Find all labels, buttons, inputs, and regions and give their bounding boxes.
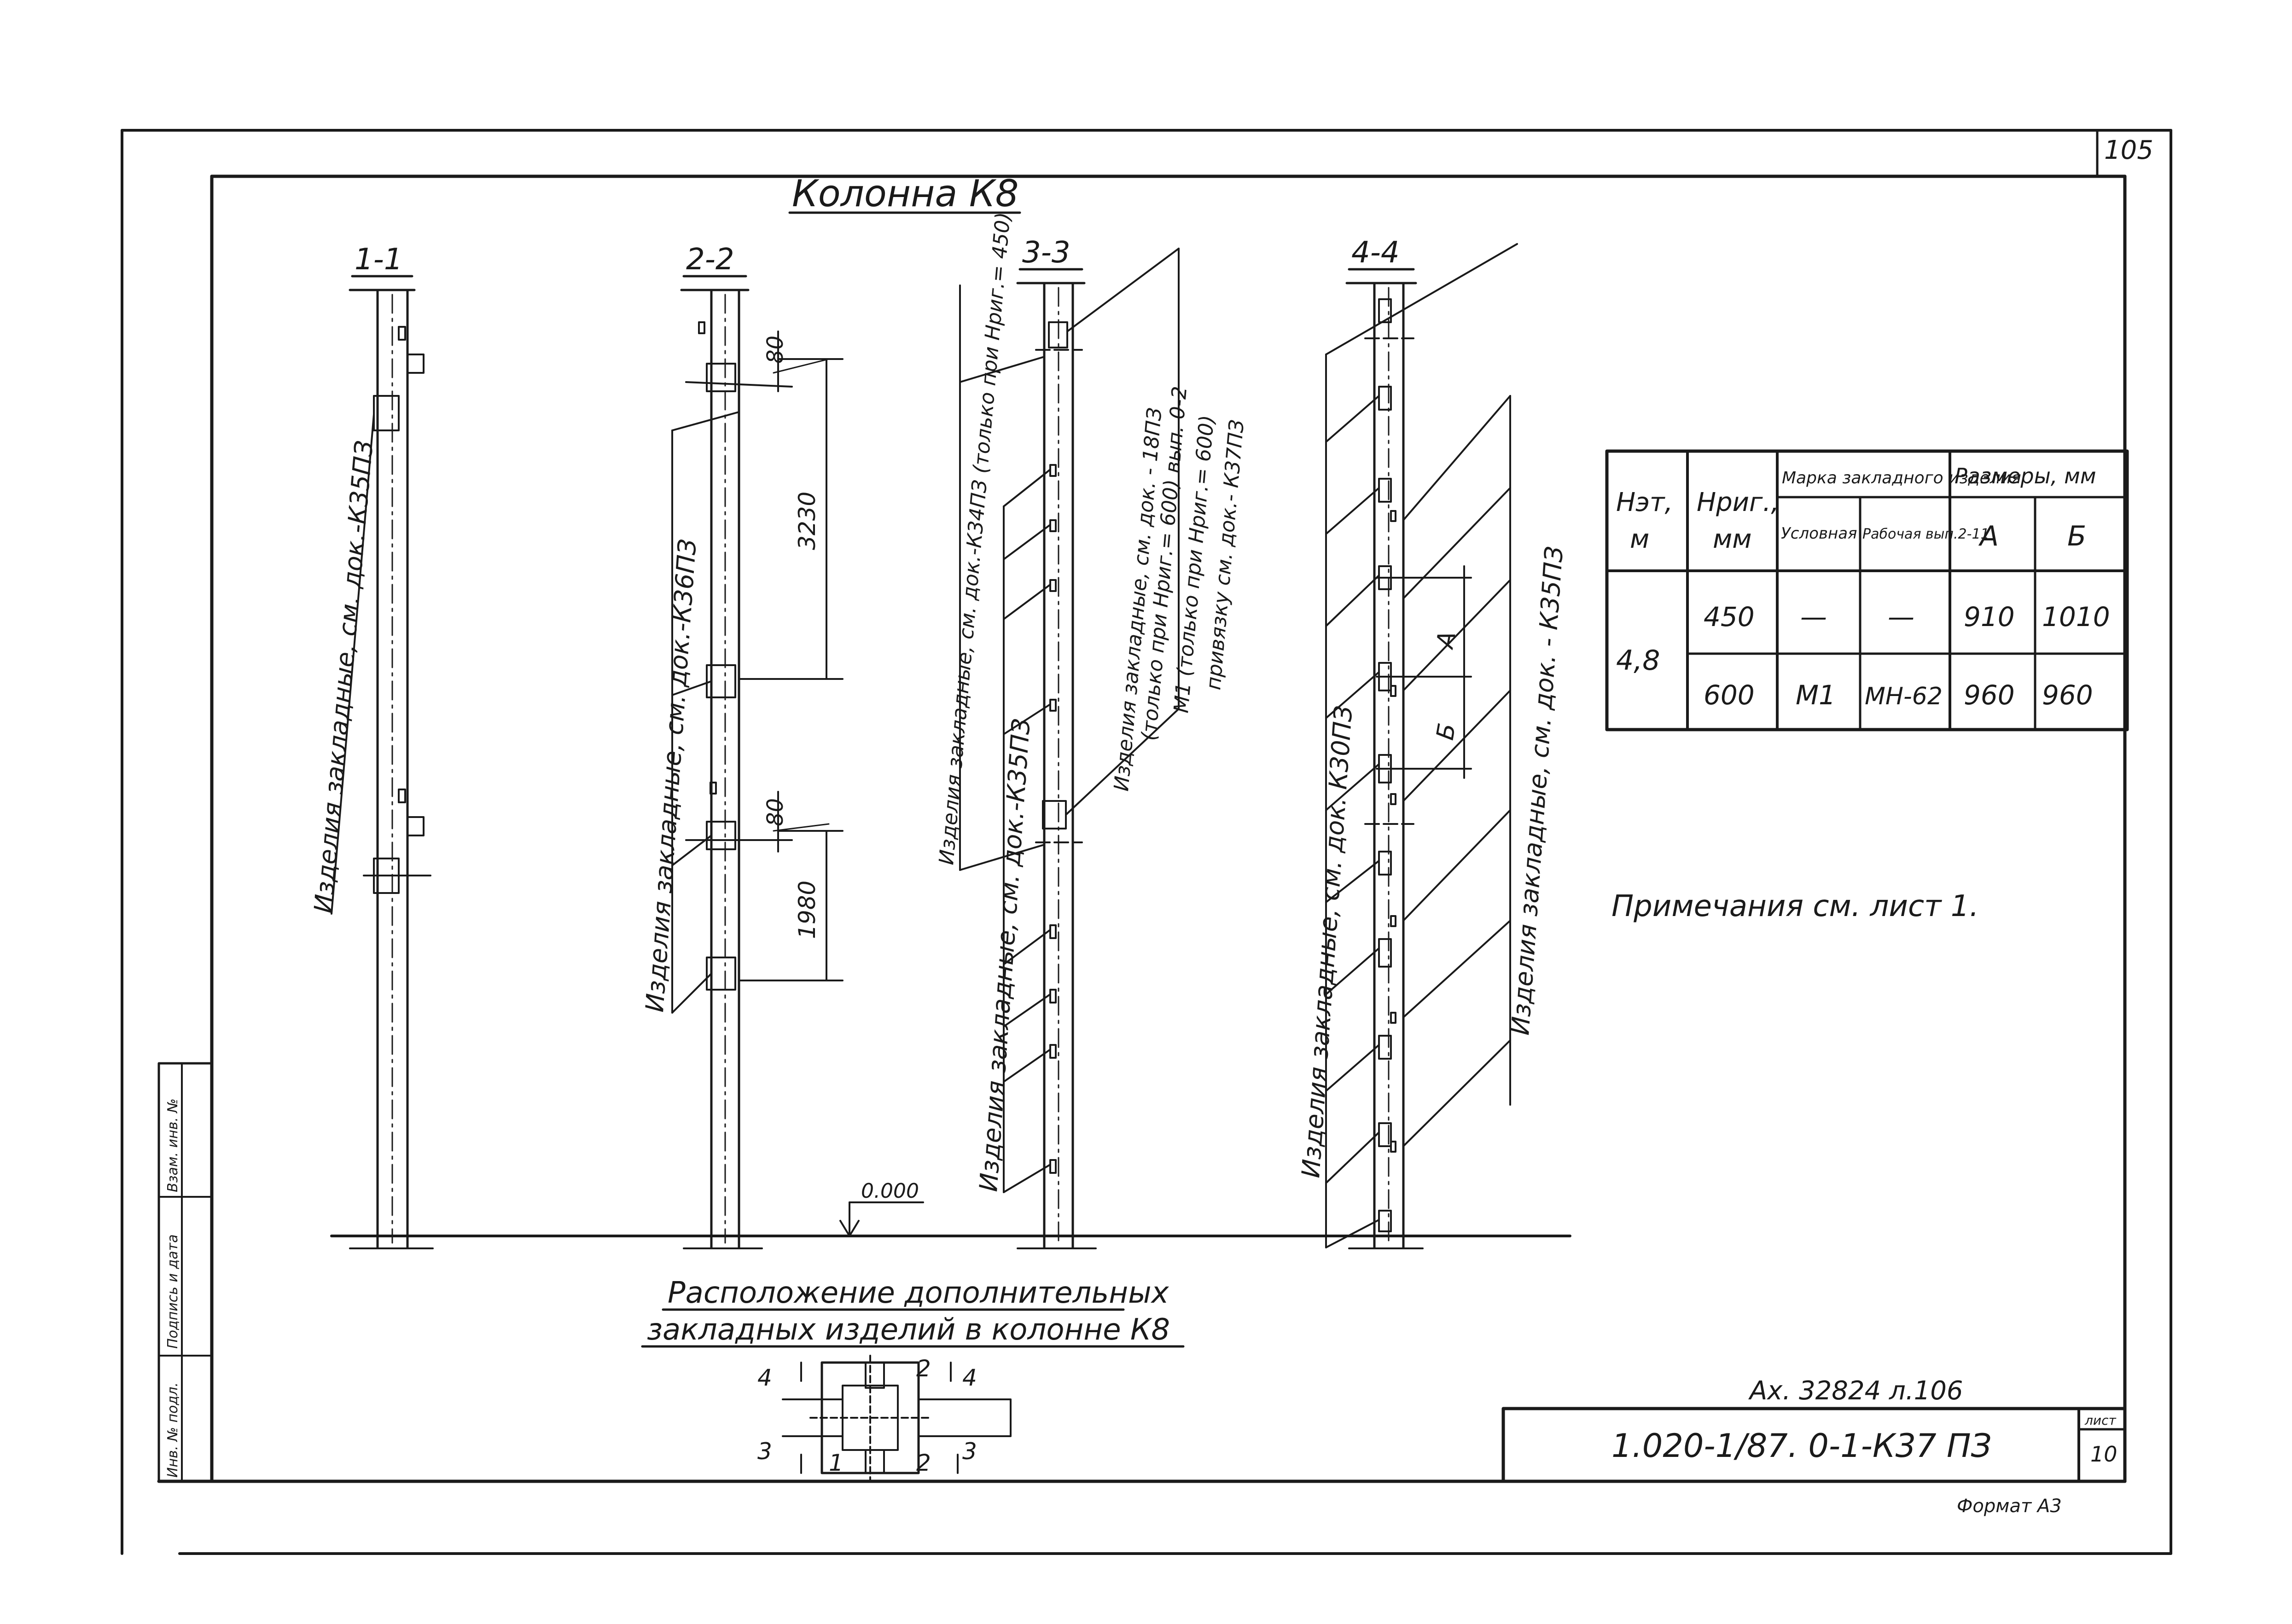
plan-label-2-bottom: 2 (916, 1450, 931, 1476)
column-section-3-3: 3-3 Изделия закладные, см. док.-К35ПЗ (935, 211, 1249, 1249)
outer-frame (121, 129, 2172, 1555)
section-label-4-4: 4-4 (1351, 236, 1400, 270)
caption-line2: закладных изделий в колонне К8 (647, 1313, 1170, 1347)
table-row: 450 — — 910 1010 (1704, 601, 2110, 632)
column-section-4-4: 4-4 А Б (1296, 236, 1569, 1249)
th-rab: Рабочая вып.2-11 (1862, 526, 1990, 542)
dim-80-bottom: 80 (762, 798, 788, 826)
plan-label-1: 1 (829, 1450, 844, 1476)
plan-label-4-left: 4 (757, 1364, 772, 1391)
dim-1980: 1980 (794, 881, 820, 939)
dim-b-label: Б (1431, 721, 1461, 742)
caption-line1: Расположение дополнительных (668, 1276, 1169, 1310)
level-mark-label: 0.000 (861, 1179, 919, 1203)
title-block-code: 1.020-1/87. 0-1-К37 ПЗ (1611, 1427, 1991, 1465)
archive-number: Ах. 32824 л.106 (1748, 1376, 1963, 1406)
th-h-et: Нэт, (1616, 487, 1673, 517)
stamp-podpis: Подпись и дата (165, 1235, 181, 1349)
stamp-inv-podl: Инв. № подл. (165, 1382, 181, 1478)
annotation-col4-a: Изделия закладные, см. док. К30ПЗ (1296, 705, 1358, 1179)
annotation-col2: Изделия закладные, см. док.-К36ПЗ (640, 538, 702, 1013)
title-block: 1.020-1/87. 0-1-К37 ПЗ лист 10 (1501, 1407, 2127, 1483)
level-mark: 0.000 (839, 1179, 924, 1237)
td-a: 960 (1964, 679, 2015, 711)
th-h-et-unit: м (1630, 524, 1649, 554)
th-marka: Марка закладного изделия (1782, 469, 2021, 487)
dim-3230: 3230 (794, 492, 820, 550)
section-label-2-2: 2-2 (686, 243, 734, 277)
data-table: Нэт, м Нриг., мм Марка закладного издели… (1605, 449, 2129, 731)
dim-80-top: 80 (762, 336, 788, 364)
td-rab: — (1888, 601, 1914, 632)
dim-a-label: А (1431, 629, 1461, 651)
th-h-rig-unit: мм (1713, 524, 1752, 554)
caption: Расположение дополнительных закладных из… (641, 1276, 1185, 1348)
td-usl: — (1800, 601, 1827, 632)
th-h-rig: Нриг., (1697, 487, 1779, 517)
plan-label-3-right: 3 (962, 1438, 977, 1465)
section-label-3-3: 3-3 (1022, 236, 1070, 270)
th-sizes: Размеры, мм (1955, 464, 2096, 488)
td-h-et: 4,8 (1616, 644, 1660, 677)
side-stamp: Инв. № подл. Подпись и дата Взам. инв. № (157, 1062, 213, 1483)
td-rab: МН-62 (1865, 683, 1943, 710)
column-section-1-1: 1-1 Изделия закладные, см. док.-К35ПЗ (308, 243, 434, 1249)
stamp-vzam: Взам. инв. № (165, 1098, 181, 1192)
th-usl: Условная (1781, 524, 1857, 543)
column-section-2-2: 2-2 80 3230 80 1980 Издел (640, 243, 844, 1249)
sheet-number: 105 (2104, 135, 2153, 165)
annotation-col3-a: Изделия закладные, см. док.-К35ПЗ (974, 718, 1036, 1193)
note-text: Примечания см. лист 1. (1611, 889, 1979, 923)
drawing-title: Колонна К8 (792, 172, 1019, 215)
format-label: Формат А3 (1957, 1496, 2062, 1517)
td-h-rig: 450 (1704, 601, 1755, 632)
plan-detail: 4 4 2 2 3 3 1 (757, 1355, 1012, 1481)
td-b: 960 (2042, 679, 2093, 711)
sheet-number-box: 105 (2096, 129, 2153, 178)
th-a: А (1978, 520, 1999, 552)
annotation-col1: Изделия закладные, см. док.-К35ПЗ (308, 439, 379, 914)
th-b: Б (2067, 520, 2086, 552)
td-h-rig: 600 (1704, 679, 1755, 711)
td-b: 1010 (2042, 601, 2110, 632)
annotation-col4-b: Изделия закладные, см. док. - К35ПЗ (1506, 545, 1569, 1036)
plan-label-3-left: 3 (757, 1438, 772, 1465)
plan-label-2-top: 2 (916, 1355, 931, 1382)
td-a: 910 (1964, 601, 2015, 632)
plan-label-4-right: 4 (962, 1364, 977, 1391)
table-row: 600 М1 МН-62 960 960 (1704, 679, 2093, 711)
section-label-1-1: 1-1 (355, 243, 403, 277)
td-usl: М1 (1796, 679, 1836, 711)
title-block-sheet-label: лист (2084, 1413, 2116, 1428)
title-block-sheet-value: 10 (2090, 1442, 2117, 1467)
